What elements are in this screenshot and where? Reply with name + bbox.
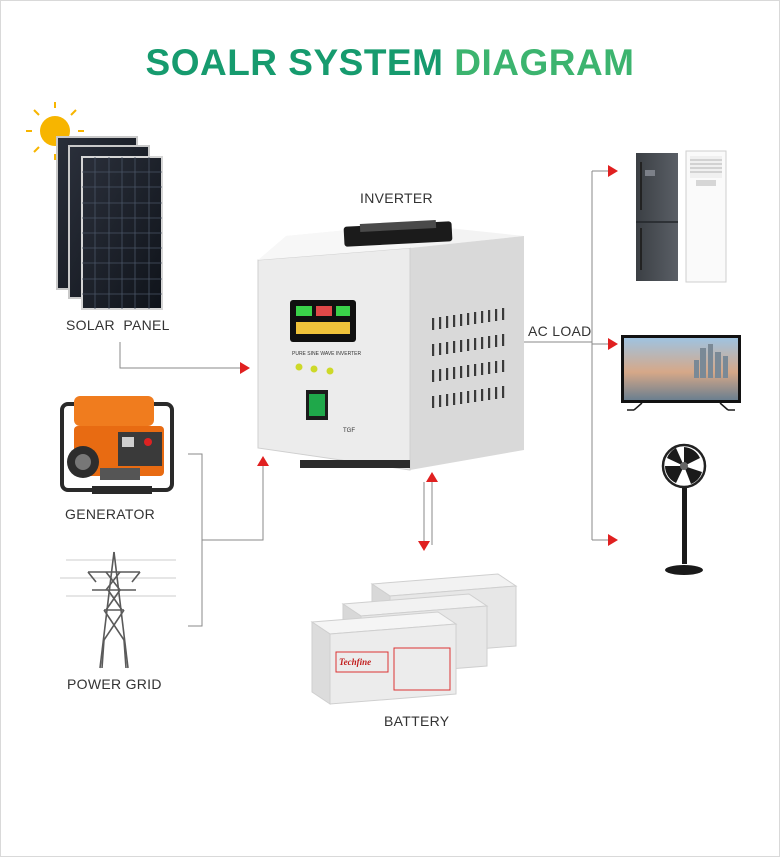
bracket-to-inverter-line bbox=[202, 464, 264, 541]
air-conditioner-icon bbox=[685, 150, 727, 283]
power-grid-icon bbox=[60, 551, 176, 669]
generator-icon bbox=[60, 396, 174, 494]
battery-brand: Techfine bbox=[339, 657, 371, 667]
solar-panel-icon bbox=[56, 136, 163, 310]
solar-to-inverter-line bbox=[119, 342, 244, 369]
page-title: SOALR SYSTEM DIAGRAM bbox=[0, 42, 780, 84]
arrow-right-icon bbox=[608, 534, 618, 546]
arrow-right-icon bbox=[608, 165, 618, 177]
connector-lines bbox=[119, 170, 612, 627]
television-icon bbox=[621, 335, 741, 411]
battery-icon: Techfine bbox=[310, 573, 518, 705]
battery-label: BATTERY bbox=[384, 713, 450, 729]
source-bracket-line bbox=[188, 453, 203, 627]
power-grid-label: POWER GRID bbox=[67, 676, 162, 692]
generator-label: GENERATOR bbox=[65, 506, 156, 522]
inverter-model: TGF bbox=[343, 428, 355, 434]
arrow-right-icon bbox=[240, 362, 250, 374]
arrow-right-icon bbox=[608, 338, 618, 350]
inverter-icon: PURE SINE WAVE INVERTER TGF bbox=[257, 220, 524, 471]
refrigerator-icon bbox=[636, 153, 678, 281]
arrow-up-icon bbox=[426, 472, 438, 482]
title-part-1: SOALR SYSTEM bbox=[145, 42, 444, 83]
arrow-down-icon bbox=[418, 541, 430, 551]
inverter-label: INVERTER bbox=[360, 190, 433, 206]
inverter-panel-name: PURE SINE WAVE INVERTER bbox=[292, 351, 361, 357]
solar-panel-label: SOLAR PANEL bbox=[66, 317, 170, 333]
arrow-up-icon bbox=[257, 456, 269, 466]
fan-icon bbox=[661, 443, 707, 575]
ac-load-label: AC LOAD bbox=[528, 323, 592, 339]
title-part-2: DIAGRAM bbox=[454, 42, 635, 83]
arrow-heads bbox=[240, 165, 618, 551]
